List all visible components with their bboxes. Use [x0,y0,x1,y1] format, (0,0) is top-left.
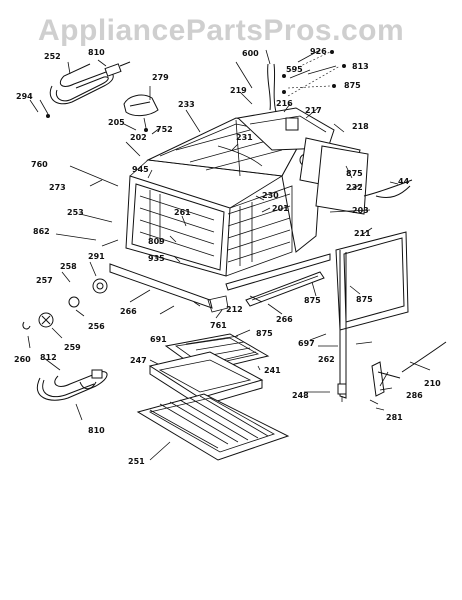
oven-rack [136,393,290,461]
callout-230: 230 [262,191,279,200]
callout-809: 809 [148,237,165,246]
callout-431: 251 [128,457,145,466]
callout-216: 216 [276,99,293,108]
callout-862: 862 [33,227,50,236]
broiler-pan [148,333,270,407]
callout-875-b: 875 [346,169,363,178]
callout-211: 211 [354,229,371,238]
callout-256: 256 [88,322,105,331]
callout-281: 286 [406,391,423,400]
callout-253: 253 [67,208,84,217]
callout-266-b: 266 [276,315,293,324]
callout-875: 875 [344,81,361,90]
callout-202: 202 [130,133,147,142]
callout-252: 252 [44,52,61,61]
callout-248: 241 [264,366,281,375]
callout-266: 266 [120,307,137,316]
callout-812: 281 [386,413,403,422]
callout-760: 760 [31,160,48,169]
callout-875-d: 875 [356,295,373,304]
callout-810: 810 [88,48,105,57]
callout-205: 205 [108,118,125,127]
callout-945: 945 [132,165,149,174]
callout-691: 691 [150,335,167,344]
side-panel [335,231,409,399]
callout-44: 44 [398,177,410,186]
callout-203: 203 [352,206,369,215]
callout-697: 697 [298,339,315,348]
callout-291: 291 [88,252,105,261]
callout-926: 926 [310,47,327,56]
callout-219: 219 [230,86,247,95]
callout-262: 262 [318,355,335,364]
callout-813: 813 [352,62,369,71]
light-assembly [123,94,159,117]
callout-761: 761 [210,321,227,330]
callout-875-c: 875 [304,296,321,305]
callout-218: 218 [352,122,369,131]
callout-294: 294 [16,92,33,101]
callout-210: 248 [292,391,309,400]
callout-labels: 252 810 294 279 205 752 233 231 202 945 … [14,47,441,466]
callout-247: 875 [256,329,273,338]
callout-212: 212 [226,305,243,314]
callout-810-b: 812 [40,353,57,362]
callout-273: 273 [49,183,66,192]
rear-frame [236,107,369,215]
knobs [22,278,108,330]
callout-259: 259 [64,343,81,352]
callout-935: 935 [148,254,165,263]
callout-217: 217 [305,106,322,115]
callout-752: 752 [156,125,173,134]
callout-232: 232 [346,183,363,192]
leader-lines [27,49,431,461]
bake-element [37,369,108,401]
callout-286: 210 [424,379,441,388]
callout-257: 257 [36,276,53,285]
callout-251: 810 [88,426,105,435]
callout-260: 260 [14,355,31,364]
callout-595: 595 [286,65,303,74]
callout-279: 279 [152,73,169,82]
callout-241: 247 [130,356,147,365]
callout-231: 231 [236,133,253,142]
callout-201: 201 [272,204,289,213]
callout-258: 258 [60,262,77,271]
callout-600: 600 [242,49,259,58]
watermark: AppliancePartsPros.com [38,14,404,47]
callout-261: 261 [174,208,191,217]
callout-233: 233 [178,100,195,109]
oven-cavity [125,117,323,277]
broil-element [49,61,131,105]
